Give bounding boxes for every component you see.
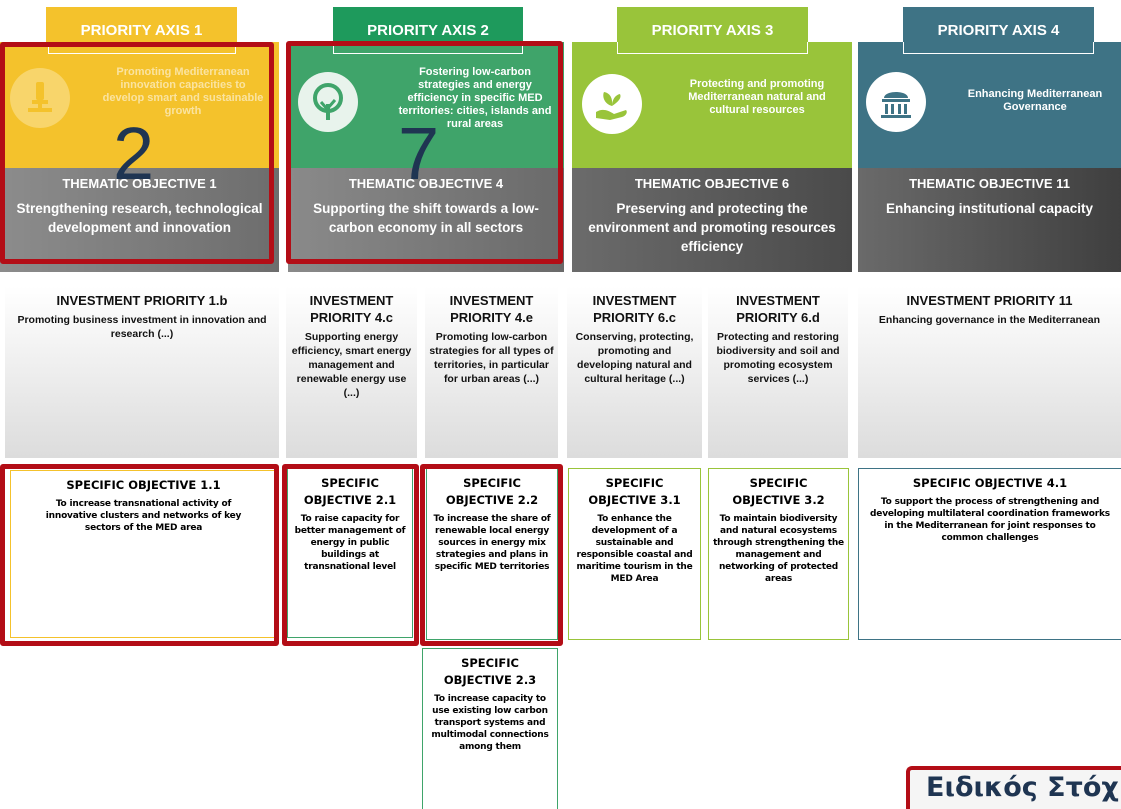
axis2-text: Fostering low-carbon strategies and ener…: [398, 66, 552, 130]
thematic-4-title: THEMATIC OBJECTIVE 4: [348, 176, 504, 191]
investment-11-text: Enhancing governance in the Mediterranea…: [878, 314, 1101, 326]
axis2-tab-label: PRIORITY AXIS 2: [367, 21, 489, 39]
axis3-tab-label: PRIORITY AXIS 3: [651, 21, 774, 39]
investment-priority-1b: INVESTMENT PRIORITY 1.b Promoting busine…: [5, 286, 279, 458]
axis3-panel: Protecting and promoting Mediterranean n…: [572, 42, 852, 168]
thematic-11-text: Enhancing institutional capacity: [885, 201, 1094, 216]
specific-2-1-title: SPECIFIC OBJECTIVE 2.1: [303, 476, 397, 507]
highlight-specific-2-1: [282, 464, 419, 646]
investment-4e-title: INVESTMENT PRIORITY 4.e: [449, 293, 534, 325]
axis1-tab-label: PRIORITY AXIS 1: [80, 21, 203, 39]
specific-objective-2-1: SPECIFIC OBJECTIVE 2.1 To raise capacity…: [287, 468, 413, 638]
investment-6c-title: INVESTMENT PRIORITY 6.c: [592, 293, 677, 325]
investment-6c-text: Conserving, protecting, promoting and de…: [575, 331, 694, 385]
specific-3-1-text: To enhance the development of a sustaina…: [576, 514, 693, 584]
plant-in-hand-icon: [582, 74, 642, 134]
investment-6d-text: Protecting and restoring biodiversity an…: [716, 331, 840, 385]
specific-2-3-title: SPECIFIC OBJECTIVE 2.3: [443, 656, 537, 687]
annotation-number-2: 2: [113, 112, 155, 195]
investment-priority-4c: INVESTMENT PRIORITY 4.c Supporting energ…: [286, 286, 417, 458]
annotation-number-7: 7: [398, 112, 440, 195]
specific-objective-3-1: SPECIFIC OBJECTIVE 3.1 To enhance the de…: [568, 468, 701, 640]
thematic-objective-4: THEMATIC OBJECTIVE 4 Supporting the shif…: [288, 168, 564, 272]
specific-2-2-text: To increase the share of renewable local…: [433, 514, 551, 572]
thematic-1-title: THEMATIC OBJECTIVE 1: [62, 176, 217, 191]
thematic-11-title: THEMATIC OBJECTIVE 11: [909, 176, 1070, 191]
investment-11-title: INVESTMENT PRIORITY 11: [906, 293, 1073, 308]
investment-4e-text: Promoting low-carbon strategies for all …: [429, 331, 554, 385]
thematic-6-text: Preserving and protecting the environmen…: [588, 201, 836, 254]
specific-3-2-title: SPECIFIC OBJECTIVE 3.2: [732, 476, 825, 507]
investment-priority-6d: INVESTMENT PRIORITY 6.d Protecting and r…: [708, 286, 848, 458]
building-icon: [866, 72, 926, 132]
specific-3-1-title: SPECIFIC OBJECTIVE 3.1: [588, 476, 681, 507]
specific-2-3-text: To increase capacity to use existing low…: [431, 694, 549, 752]
investment-1b-text: Promoting business investment in innovat…: [17, 314, 267, 340]
specific-2-2-title: SPECIFIC OBJECTIVE 2.2: [445, 476, 539, 507]
axis1-panel: Promoting Mediterranean innovation capac…: [0, 42, 279, 168]
highlight-specific-1-1: [0, 464, 279, 646]
specific-2-1-text: To raise capacity for better management …: [294, 514, 406, 572]
axis3-text: Protecting and promoting Mediterranean n…: [688, 78, 826, 116]
tree-icon: [298, 72, 358, 132]
thematic-objective-11: THEMATIC OBJECTIVE 11 Enhancing institut…: [858, 168, 1121, 272]
investment-priority-11: INVESTMENT PRIORITY 11 Enhancing governa…: [858, 286, 1121, 458]
investment-priority-6c: INVESTMENT PRIORITY 6.c Conserving, prot…: [567, 286, 702, 458]
thematic-6-title: THEMATIC OBJECTIVE 6: [634, 176, 790, 191]
specific-1-1-text: To increase transnational activity of in…: [45, 499, 242, 533]
investment-priority-4e: INVESTMENT PRIORITY 4.e Promoting low-ca…: [425, 286, 558, 458]
greek-label: Ειδικός Στόχ: [926, 772, 1119, 803]
investment-4c-title: INVESTMENT PRIORITY 4.c: [309, 293, 394, 325]
specific-3-2-text: To maintain biodiversity and natural eco…: [713, 514, 844, 584]
specific-objective-2-3: SPECIFIC OBJECTIVE 2.3 To increase capac…: [422, 648, 558, 809]
highlight-specific-2-2: [420, 464, 563, 646]
microscope-icon: [10, 68, 70, 128]
investment-4c-text: Supporting energy efficiency, smart ener…: [291, 331, 412, 399]
specific-objective-3-2: SPECIFIC OBJECTIVE 3.2 To maintain biodi…: [708, 468, 849, 640]
specific-1-1-title: SPECIFIC OBJECTIVE 1.1: [66, 478, 221, 492]
axis4-panel: Enhancing Mediterranean Governance: [858, 42, 1121, 168]
investment-6d-title: INVESTMENT PRIORITY 6.d: [736, 293, 820, 325]
axis1-text: Promoting Mediterranean innovation capac…: [102, 66, 264, 117]
thematic-1-text: Strengthening research, technological de…: [16, 201, 263, 235]
axis2-panel: Fostering low-carbon strategies and ener…: [288, 42, 564, 168]
highlight-axis2-column: [286, 41, 563, 264]
specific-4-1-title: SPECIFIC OBJECTIVE 4.1: [912, 476, 1068, 490]
thematic-objective-6: THEMATIC OBJECTIVE 6 Preserving and prot…: [572, 168, 852, 272]
greek-label-box: Ειδικός Στόχ: [906, 766, 1121, 809]
axis4-text: Enhancing Mediterranean Governance: [967, 88, 1103, 113]
investment-1b-title: INVESTMENT PRIORITY 1.b: [56, 293, 228, 308]
thematic-4-text: Supporting the shift towards a low-carbo…: [313, 201, 539, 235]
thematic-objective-1: THEMATIC OBJECTIVE 1 Strengthening resea…: [0, 168, 279, 272]
specific-4-1-text: To support the process of strengthening …: [870, 497, 1110, 543]
highlight-axis1-column: [0, 42, 274, 264]
axis4-tab-label: PRIORITY AXIS 4: [937, 21, 1060, 39]
specific-objective-1-1: SPECIFIC OBJECTIVE 1.1 To increase trans…: [10, 470, 277, 638]
specific-objective-2-2: SPECIFIC OBJECTIVE 2.2 To increase the s…: [426, 468, 558, 640]
specific-objective-4-1: SPECIFIC OBJECTIVE 4.1 To support the pr…: [858, 468, 1121, 640]
